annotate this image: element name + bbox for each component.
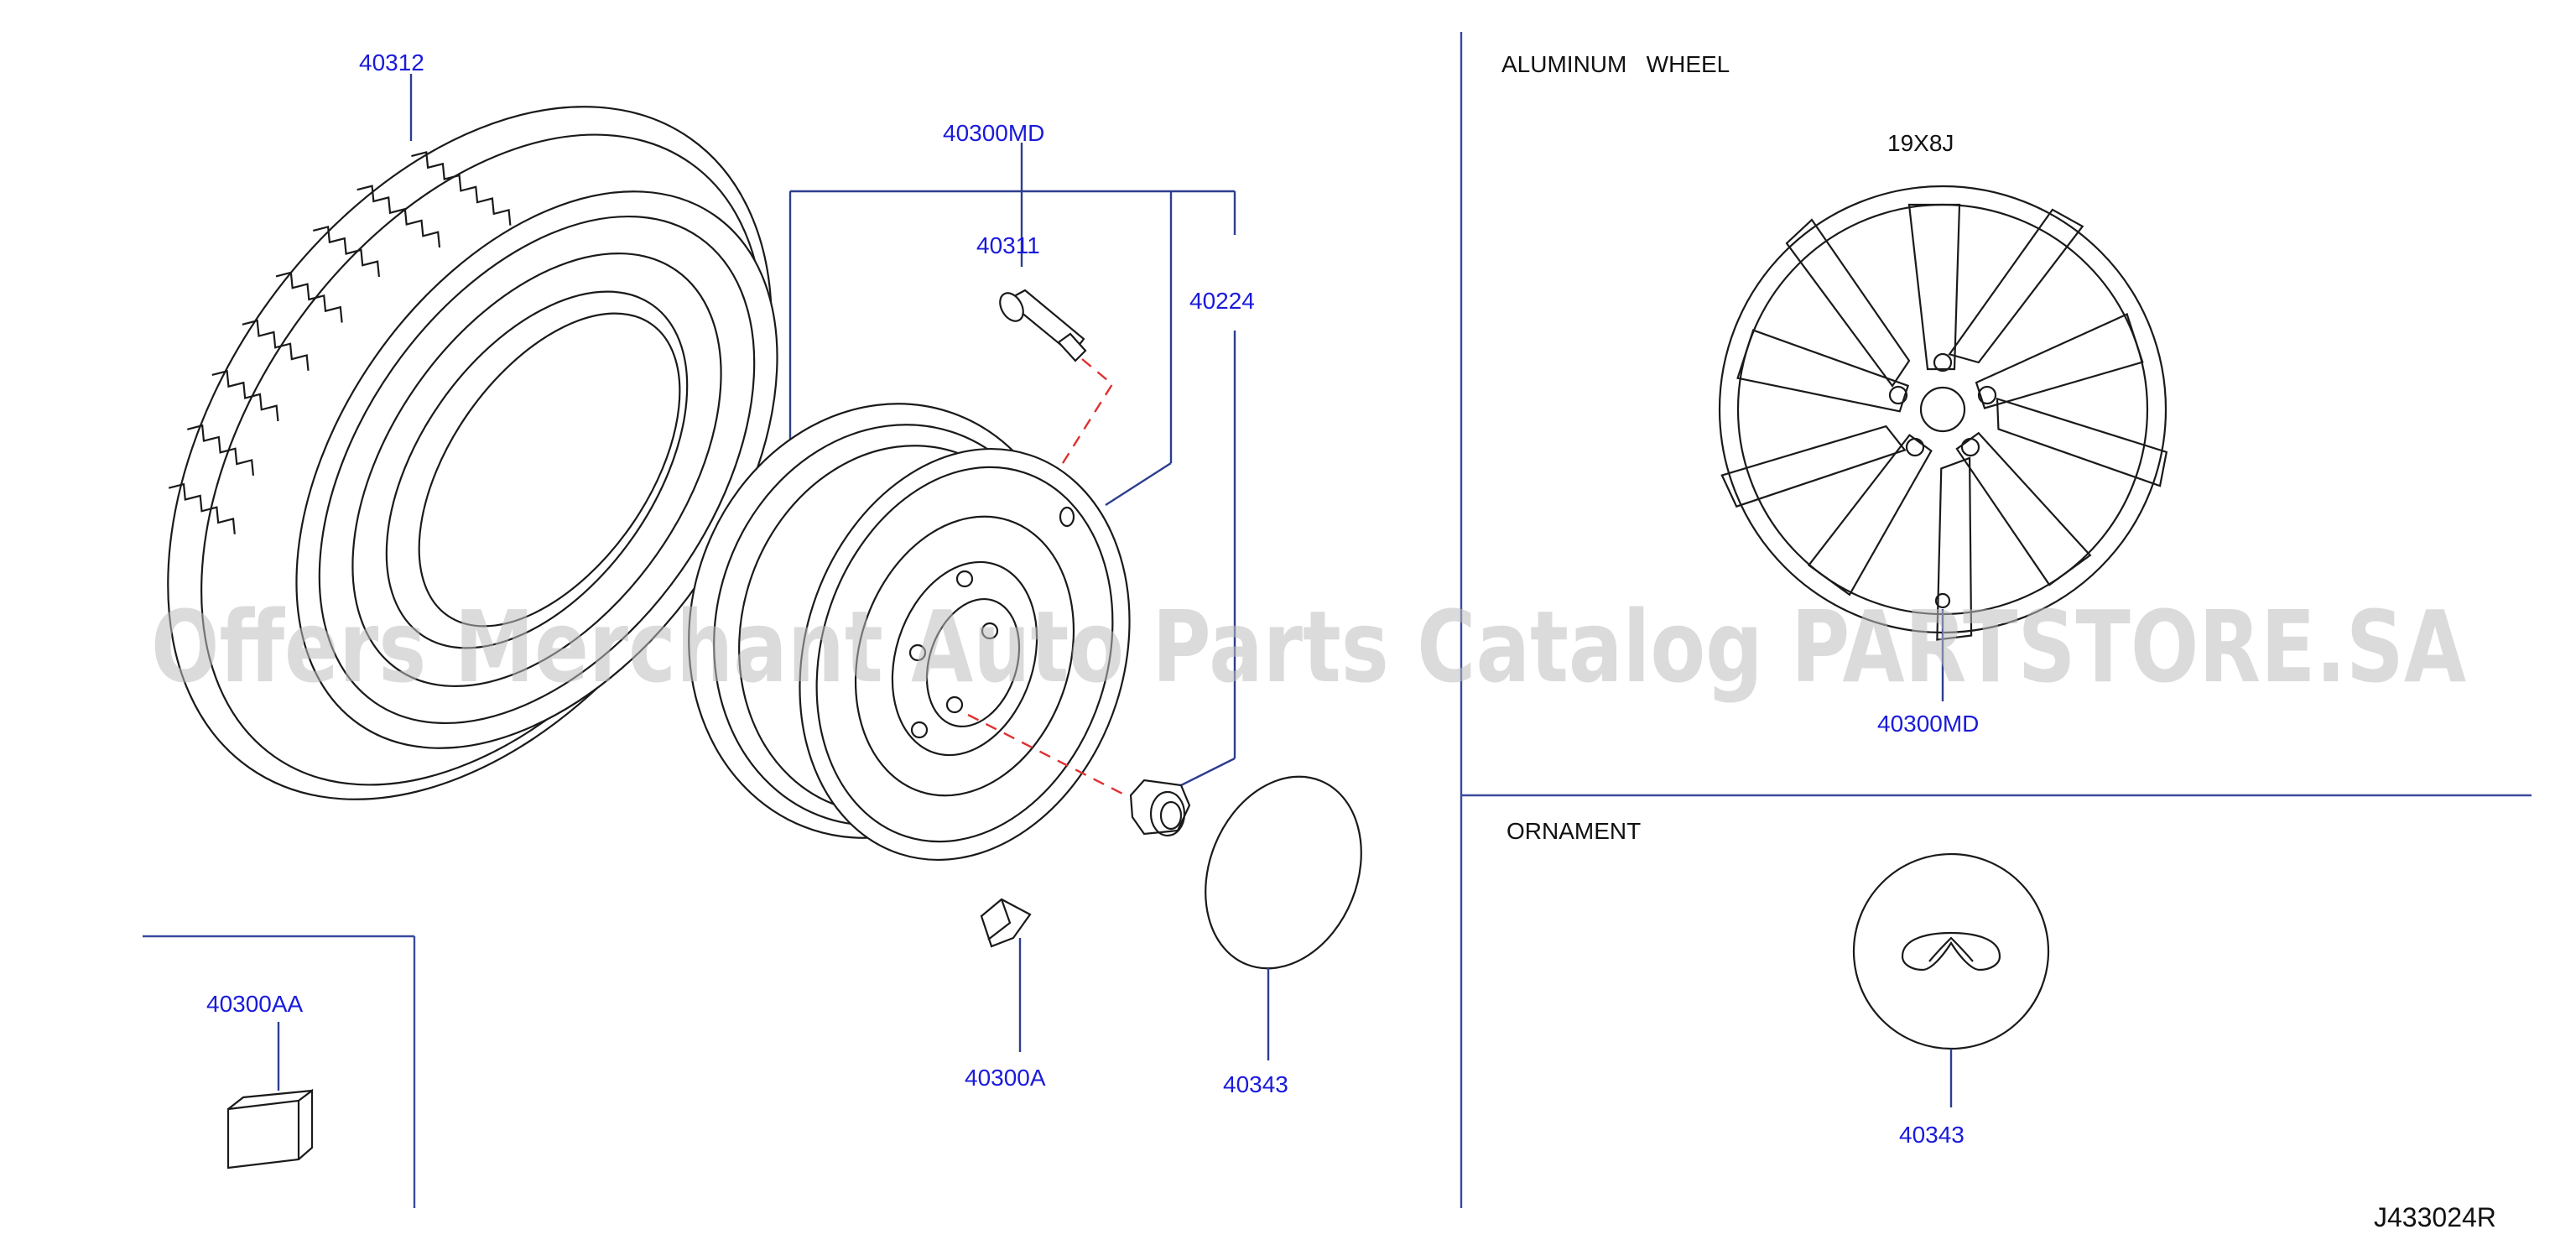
section-title-ornament: ORNAMENT: [1507, 818, 1641, 844]
steel-wheel-illustration[interactable]: [633, 353, 1181, 903]
part-label-alu-wheel[interactable]: 40300MD: [1877, 711, 1979, 737]
lug-holes: [1888, 352, 1997, 457]
infiniti-logo-icon: [1901, 931, 2001, 972]
aluminum-wheel-illustration[interactable]: [1715, 185, 2181, 654]
section-frame: [143, 32, 2532, 1208]
watermark-text: Offers Merchant Auto Parts Catalog PARTS…: [151, 589, 2466, 705]
lug-nut-illustration[interactable]: [1129, 779, 1191, 837]
part-label-wheel-assy[interactable]: 40300MD: [943, 120, 1044, 146]
tire-tread-pattern: [168, 151, 512, 534]
part-label-balance-weight[interactable]: 40300A: [965, 1065, 1046, 1091]
part-label-valve[interactable]: 40311: [976, 232, 1040, 258]
ornament-cap-illustration[interactable]: [1178, 753, 1389, 992]
balance-weight-a-illustration[interactable]: [226, 1088, 314, 1169]
part-label-nut[interactable]: 40224: [1189, 288, 1255, 314]
section-title-aluminum-wheel: ALUMINUM WHEEL: [1501, 51, 1730, 77]
valve-illustration[interactable]: [996, 289, 1087, 362]
part-label-tire[interactable]: 40312: [359, 49, 424, 76]
ornament-emblem-illustration[interactable]: [1852, 852, 2050, 1050]
part-label-ornament-right[interactable]: 40343: [1899, 1122, 1965, 1148]
part-label-balance-weight-a[interactable]: 40300AA: [206, 991, 304, 1017]
balance-weight-illustration[interactable]: [980, 898, 1032, 948]
diagram-reference-code: J433024R: [2374, 1202, 2496, 1232]
wheel-size-label: 19X8J: [1887, 130, 1954, 156]
wheel-spokes: [1720, 203, 2168, 641]
wheel-assy-bracket: [788, 143, 1236, 507]
tire-illustration[interactable]: [44, 0, 897, 912]
part-label-ornament-left[interactable]: 40343: [1223, 1071, 1288, 1097]
